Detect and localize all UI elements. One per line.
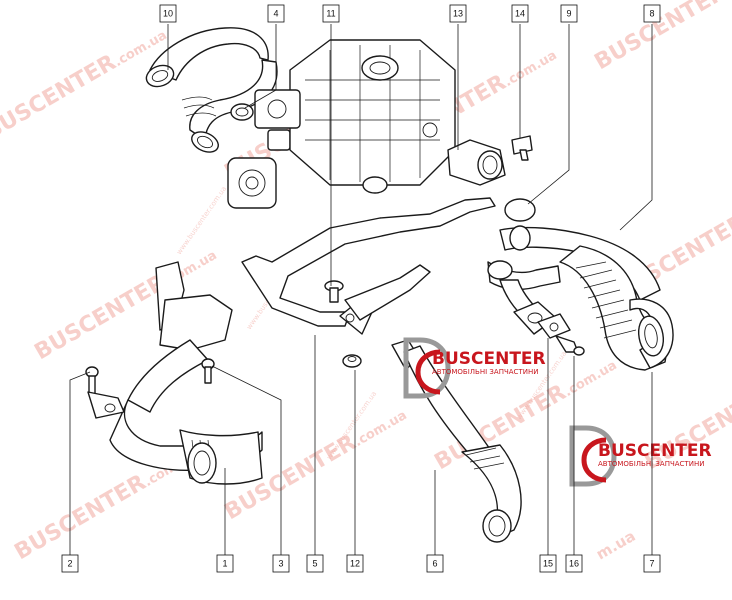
callout-11: 11: [322, 4, 340, 23]
callout-7: 7: [643, 554, 661, 573]
callout-4-text: 4: [273, 9, 278, 19]
callout-9-text: 9: [566, 9, 571, 19]
watermark-brand: BUSCENTER: [11, 470, 151, 565]
callout-9: 9: [560, 4, 578, 23]
nut: [342, 354, 362, 368]
callout-5-text: 5: [312, 559, 317, 569]
callout-8-text: 8: [649, 9, 654, 19]
callout-16-text: 16: [569, 559, 579, 569]
callout-12-text: 12: [350, 559, 360, 569]
upper-intake-hose: [145, 27, 278, 153]
pipe-bracket: [241, 197, 496, 335]
logo-subtitle: АВТОМОБІЛЬНІ ЗАПЧАСТИНИ: [432, 368, 538, 376]
svg-text:BUSCENTER.com.ua: BUSCENTER.com.ua: [591, 0, 732, 75]
bolt-left: [85, 366, 99, 395]
svg-text:BUSCENTER.com.ua: BUSCENTER.com.ua: [0, 21, 171, 145]
callout-10-text: 10: [163, 9, 173, 19]
callout-1: 1: [216, 554, 234, 573]
watermark-brand: BUSCENTER: [591, 0, 731, 75]
watermark-brand: BUSCENTER: [0, 50, 120, 145]
callout-13: 13: [449, 4, 467, 23]
seal-ring: [230, 103, 254, 121]
callout-2-text: 2: [67, 559, 72, 569]
callout-15: 15: [539, 554, 557, 573]
callout-15-text: 15: [543, 559, 553, 569]
watermark-site: www.buscenter.com.ua: [175, 185, 228, 256]
watermark-domain: .com.ua: [562, 358, 620, 400]
callout-labels: 10 4 11 13 14 9 8 2: [61, 4, 661, 573]
logo-name: BUSCENTER: [432, 349, 546, 369]
bolt-top: [511, 135, 533, 161]
logo-subtitle: АВТОМОБІЛЬНІ ЗАПЧАСТИНИ: [598, 460, 704, 468]
intake-manifold: [254, 39, 456, 194]
o-ring: [504, 198, 536, 222]
watermark-domain: .com.ua: [502, 48, 560, 90]
callout-14: 14: [511, 4, 529, 23]
screw-small: [324, 280, 344, 303]
throttle-body: [227, 129, 291, 209]
callout-11-text: 11: [326, 9, 335, 19]
bolt-center: [201, 358, 215, 384]
flange-plate: [537, 313, 571, 339]
callout-10: 10: [159, 4, 177, 23]
callout-6-text: 6: [432, 559, 437, 569]
callout-13-text: 13: [453, 9, 463, 19]
callout-6: 6: [426, 554, 444, 573]
buscenter-logo-center: BUSCENTER АВТОМОБІЛЬНІ ЗАПЧАСТИНИ: [403, 337, 546, 399]
logo-name: BUSCENTER: [598, 441, 712, 461]
turbo-hose-right: [499, 225, 674, 371]
leader-lines: [69, 24, 653, 555]
callout-4: 4: [267, 4, 285, 23]
callout-1-text: 1: [222, 559, 227, 569]
buscenter-logo-right: BUSCENTER АВТОМОБІЛЬНІ ЗАПЧАСТИНИ: [569, 425, 712, 487]
callout-7-text: 7: [649, 559, 654, 569]
callout-8: 8: [643, 4, 661, 23]
callout-2: 2: [61, 554, 79, 573]
callout-12: 12: [346, 554, 364, 573]
lower-intercooler-hose: [109, 261, 263, 485]
callout-3: 3: [272, 554, 290, 573]
watermark-brand: BUSCENTER: [31, 270, 171, 365]
watermark-domain-short: m.ua: [593, 527, 638, 564]
bracket-clip: [87, 391, 125, 419]
callout-5: 5: [306, 554, 324, 573]
callout-14-text: 14: [515, 9, 525, 19]
callout-16: 16: [565, 554, 583, 573]
callout-3-text: 3: [278, 559, 283, 569]
bolt-right: [555, 335, 585, 356]
airflow-sensor: [447, 139, 506, 186]
